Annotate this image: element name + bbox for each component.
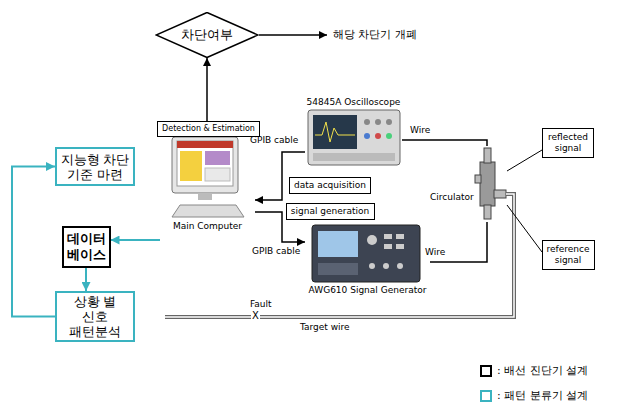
process-box: 상황 별 신호 패턴분석 bbox=[55, 291, 135, 342]
wire-outer bbox=[165, 194, 514, 317]
node-text: AWG610 Signal Generator bbox=[305, 285, 430, 296]
knob bbox=[375, 119, 381, 125]
monitor-stand bbox=[198, 193, 212, 200]
screen bbox=[177, 141, 233, 186]
output-arrow bbox=[259, 34, 327, 36]
node-text: 차단여부 bbox=[181, 27, 233, 43]
connector bbox=[85, 268, 87, 291]
computer-illustration bbox=[172, 137, 244, 217]
screen-panel bbox=[205, 168, 230, 181]
circulator-port bbox=[484, 205, 491, 219]
screen-bar bbox=[177, 141, 233, 148]
keyboard bbox=[172, 205, 244, 217]
screen-panel bbox=[180, 151, 202, 181]
connector bbox=[383, 263, 389, 269]
connector bbox=[12, 167, 55, 317]
node-text: Detection & Estimation bbox=[162, 124, 255, 134]
generator-panel bbox=[318, 263, 358, 275]
process-box: 지능형 차단 기준 마련 bbox=[55, 147, 135, 186]
node-text: Main Computer bbox=[160, 221, 255, 232]
knob bbox=[386, 119, 392, 125]
generator-body bbox=[312, 225, 420, 282]
instrument-node: AWG610 Signal Generator bbox=[305, 222, 430, 298]
annotation-label: Fault bbox=[250, 299, 272, 310]
node-text: signal generation bbox=[291, 206, 369, 217]
scope-trace bbox=[315, 122, 355, 142]
scope-screen bbox=[313, 115, 357, 149]
connector bbox=[402, 140, 487, 146]
circulator-port bbox=[494, 190, 506, 198]
legend-swatch bbox=[480, 365, 492, 377]
diamond-shape bbox=[156, 12, 258, 57]
connector bbox=[111, 239, 161, 241]
module-box: Detection & Estimation bbox=[157, 121, 260, 137]
connector bbox=[206, 58, 208, 121]
circulator-illustration bbox=[475, 148, 506, 219]
instrument-node: 54845A Oscilloscope bbox=[305, 97, 402, 168]
node-text: Circulator bbox=[430, 192, 474, 203]
signal-box: reference signal bbox=[542, 240, 595, 270]
node-text: data acquisition bbox=[294, 180, 366, 191]
knob bbox=[386, 133, 392, 139]
circulator-body bbox=[480, 162, 495, 206]
circulator-port bbox=[484, 148, 491, 163]
connector bbox=[369, 263, 375, 269]
flow-box: signal generation bbox=[286, 203, 375, 220]
node-text: 상황 별 신호 패턴분석 bbox=[60, 294, 130, 339]
scope-body bbox=[308, 110, 400, 165]
wire-inner bbox=[165, 194, 514, 317]
annotation-label: GPIB cable bbox=[252, 246, 300, 257]
annotation-label: 해당 차단기 개폐 bbox=[333, 28, 417, 41]
signal-box: reflected signal bbox=[542, 128, 594, 158]
screen-panel bbox=[205, 151, 230, 165]
knob bbox=[375, 133, 381, 139]
generator-screen bbox=[318, 231, 358, 257]
flow-box: data acquisition bbox=[289, 177, 371, 194]
node-text: 54845A Oscilloscope bbox=[305, 97, 402, 108]
button bbox=[396, 244, 404, 249]
annotation-label: Wire bbox=[410, 125, 430, 136]
annotation-label: GPIB cable bbox=[250, 135, 298, 146]
computer-node: Main Computer Detection & Estimation bbox=[160, 123, 255, 245]
node-text: 데이터 베이스 bbox=[67, 231, 106, 262]
node-text: 지능형 차단 기준 마련 bbox=[60, 152, 130, 182]
node-text: reference signal bbox=[546, 244, 591, 266]
legend-text: : 패턴 분류기 설계 bbox=[497, 389, 588, 402]
knob bbox=[367, 235, 377, 245]
button bbox=[384, 244, 392, 249]
target-wire bbox=[165, 194, 514, 317]
scope-panel bbox=[313, 153, 395, 161]
legend-swatch bbox=[480, 390, 492, 402]
device-node: Circulator bbox=[428, 146, 507, 222]
legend-text: : 배선 진단기 설계 bbox=[497, 364, 588, 377]
node-text: reflected signal bbox=[546, 132, 590, 154]
oscilloscope-illustration bbox=[308, 110, 400, 165]
button bbox=[384, 234, 392, 239]
annotation-label: X bbox=[251, 310, 260, 322]
leader-line bbox=[507, 150, 542, 171]
leader-line bbox=[507, 205, 542, 252]
decision-diamond: 차단여부 bbox=[155, 12, 259, 58]
signal-generator-illustration bbox=[312, 225, 420, 282]
knob bbox=[364, 133, 370, 139]
button bbox=[396, 234, 404, 239]
connector bbox=[397, 263, 403, 269]
circulator-port bbox=[475, 175, 481, 183]
annotation-label: Target wire bbox=[300, 322, 350, 333]
annotation-label: Wire bbox=[425, 247, 445, 258]
database-box: 데이터 베이스 bbox=[62, 226, 111, 268]
monitor bbox=[172, 137, 238, 193]
knob bbox=[364, 119, 370, 125]
